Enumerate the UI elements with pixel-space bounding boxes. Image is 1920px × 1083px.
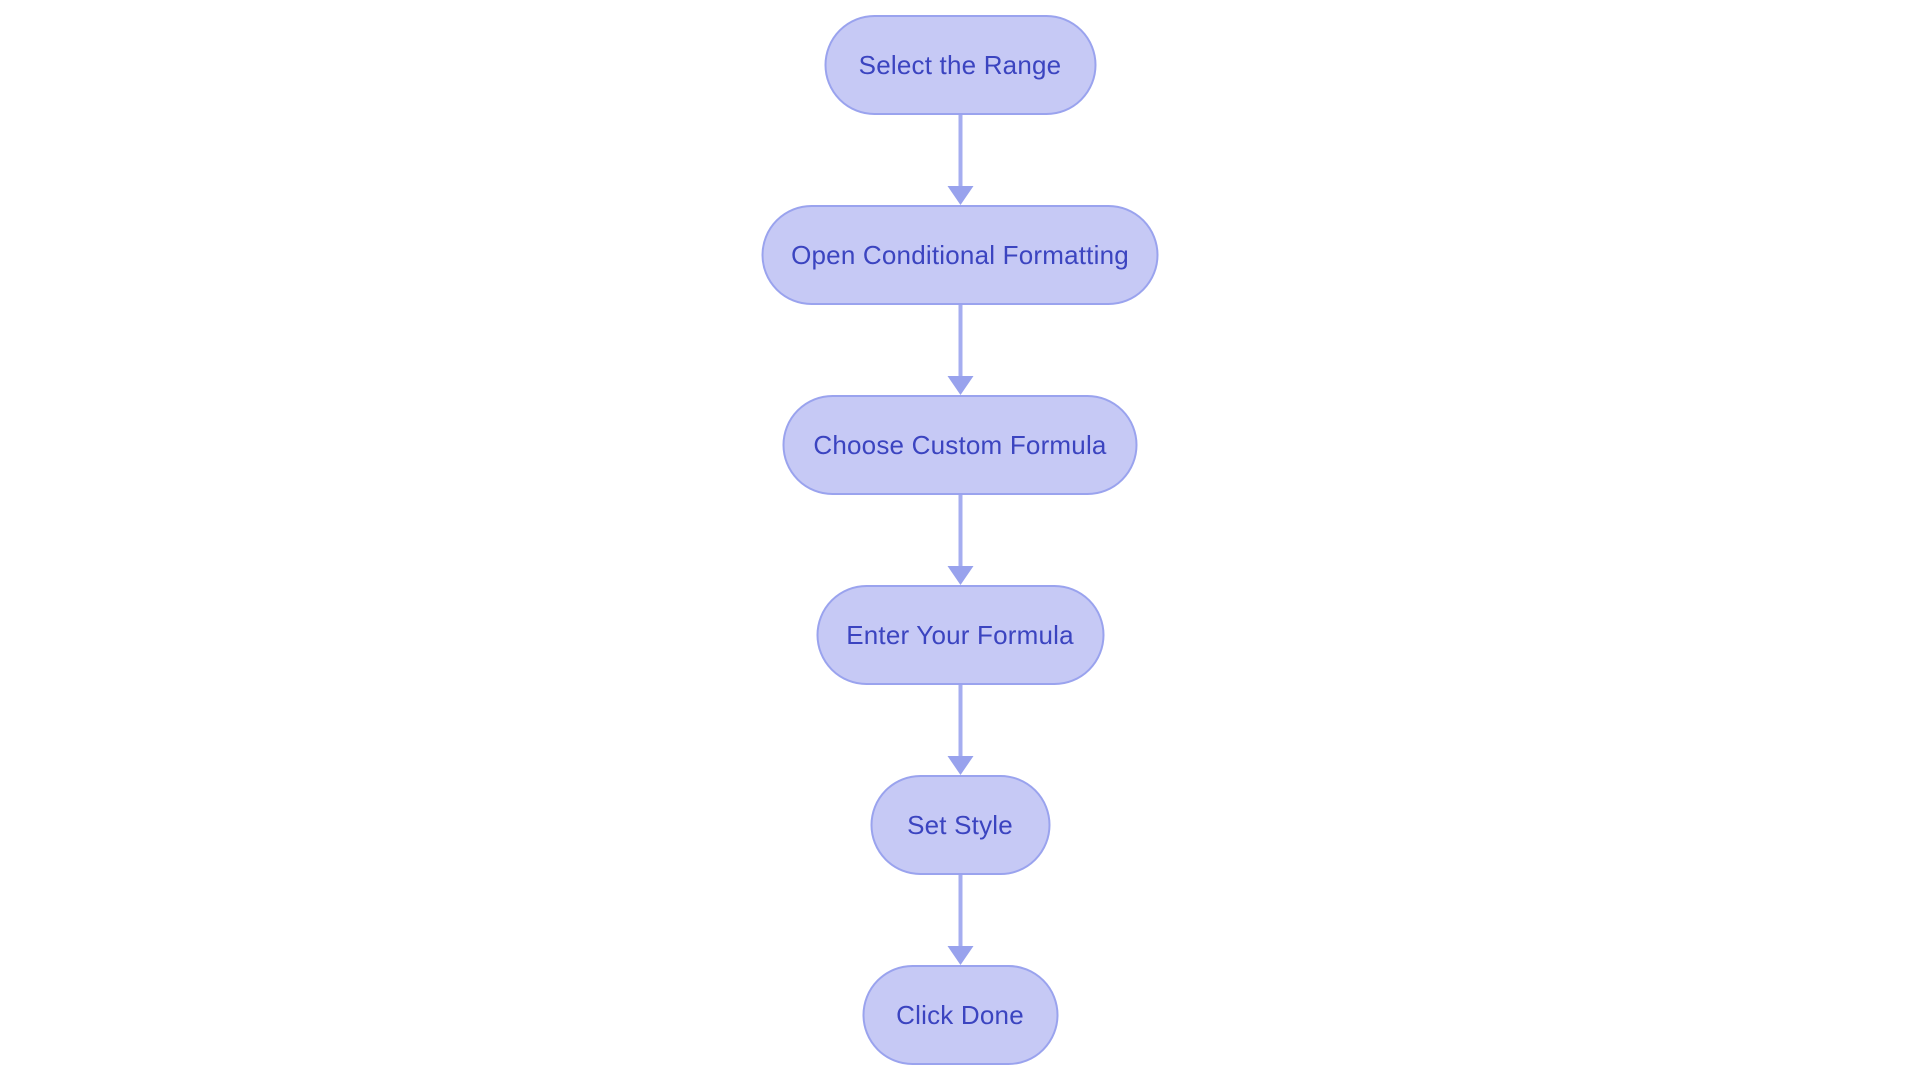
- flow-node-select-range[interactable]: Select the Range: [824, 15, 1096, 115]
- flow-node-enter-your-formula[interactable]: Enter Your Formula: [816, 585, 1104, 685]
- flow-connector-2: [947, 305, 973, 395]
- arrow-down-icon: [947, 376, 973, 395]
- connector-line: [958, 685, 962, 756]
- connector-line: [958, 115, 962, 186]
- flow-connector-4: [947, 685, 973, 775]
- arrow-down-icon: [947, 566, 973, 585]
- flow-connector-5: [947, 875, 973, 965]
- flow-node-set-style[interactable]: Set Style: [870, 775, 1050, 875]
- flow-node-label: Set Style: [907, 809, 1013, 840]
- flow-node-label: Select the Range: [858, 49, 1062, 80]
- flow-node-click-done[interactable]: Click Done: [862, 965, 1058, 1065]
- connector-line: [958, 875, 962, 946]
- flow-node-label: Click Done: [896, 999, 1024, 1030]
- flow-node-label: Choose Custom Formula: [813, 429, 1107, 460]
- arrow-down-icon: [947, 186, 973, 205]
- flow-connector-3: [947, 495, 973, 585]
- flow-node-label: Enter Your Formula: [846, 619, 1074, 650]
- flow-node-open-conditional-formatting[interactable]: Open Conditional Formatting: [761, 205, 1159, 305]
- flow-node-label: Open Conditional Formatting: [791, 239, 1129, 270]
- connector-line: [958, 305, 962, 376]
- connector-line: [958, 495, 962, 566]
- flowchart: Select the Range Open Conditional Format…: [761, 15, 1159, 1065]
- flow-node-choose-custom-formula[interactable]: Choose Custom Formula: [782, 395, 1138, 495]
- arrow-down-icon: [947, 756, 973, 775]
- arrow-down-icon: [947, 946, 973, 965]
- flow-connector-1: [947, 115, 973, 205]
